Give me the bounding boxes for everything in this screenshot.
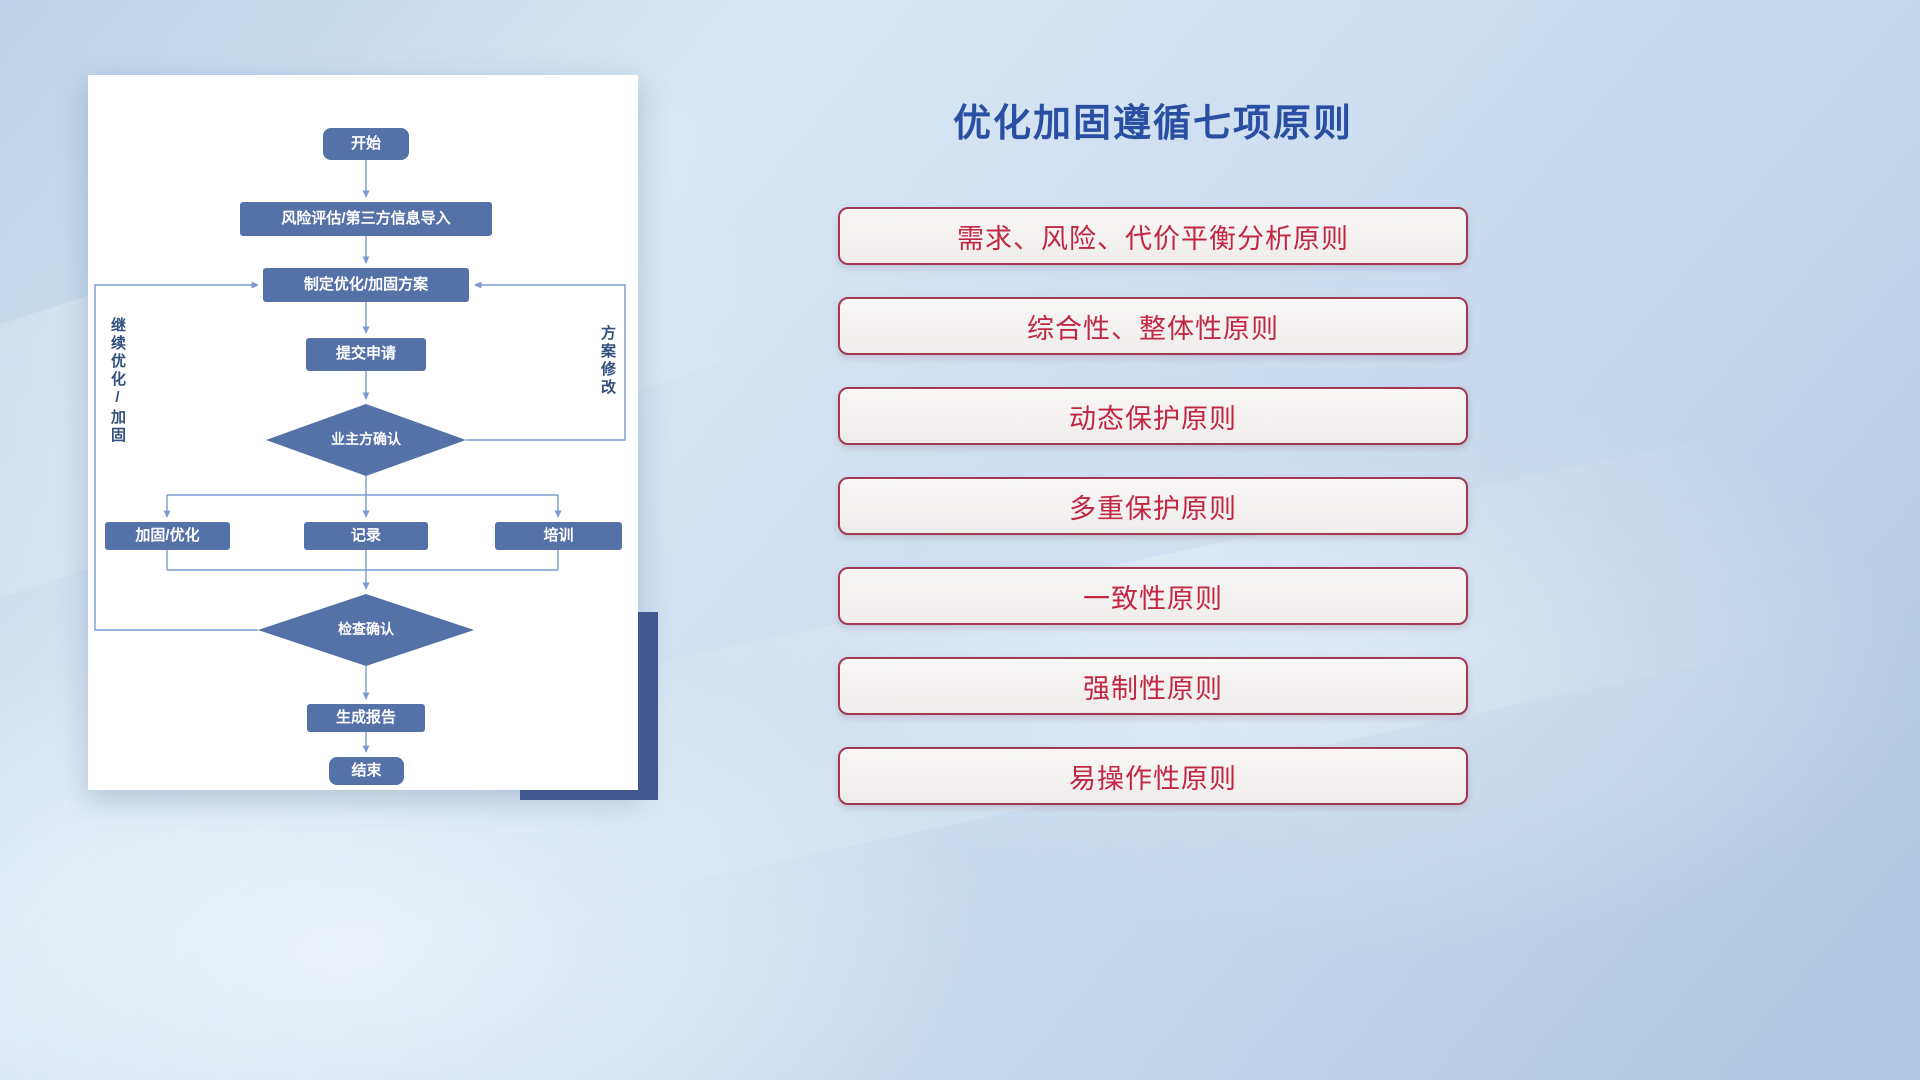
flow-node-end: 结束 xyxy=(329,757,404,785)
principle-pill-6: 强制性原则 xyxy=(838,657,1468,715)
principle-pill-5: 一致性原则 xyxy=(838,567,1468,625)
principle-label: 易操作性原则 xyxy=(1069,763,1237,794)
flow-node-make-plan: 制定优化/加固方案 xyxy=(263,268,469,302)
loop-label-plan-revision: 方案修改 xyxy=(599,325,616,397)
flow-node-report: 生成报告 xyxy=(307,704,425,732)
flow-node-record: 记录 xyxy=(304,522,428,550)
flowchart-card: 开始 风险评估/第三方信息导入 制定优化/加固方案 提交申请 业主方确认 加固/… xyxy=(88,75,638,790)
flow-node-reinforce: 加固/优化 xyxy=(105,522,230,550)
principles-panel: 优化加固遵循七项原则 需求、风险、代价平衡分析原则 综合性、整体性原则 动态保护… xyxy=(838,92,1468,805)
principle-label: 综合性、整体性原则 xyxy=(1027,313,1279,344)
principle-pill-1: 需求、风险、代价平衡分析原则 xyxy=(838,207,1468,265)
principle-label: 强制性原则 xyxy=(1083,673,1223,704)
connector-merge-bar xyxy=(166,550,559,571)
connector-continue-optimize-loop xyxy=(94,281,259,631)
principle-label: 动态保护原则 xyxy=(1069,403,1237,434)
flow-node-risk-import: 风险评估/第三方信息导入 xyxy=(240,202,492,236)
principles-list: 需求、风险、代价平衡分析原则 综合性、整体性原则 动态保护原则 多重保护原则 一… xyxy=(838,207,1468,805)
connector-plan-revision-loop xyxy=(466,281,626,441)
flow-node-start: 开始 xyxy=(323,128,409,160)
principle-pill-3: 动态保护原则 xyxy=(838,387,1468,445)
principle-pill-2: 综合性、整体性原则 xyxy=(838,297,1468,355)
flow-connectors xyxy=(94,160,626,753)
principle-pill-4: 多重保护原则 xyxy=(838,477,1468,535)
principle-pill-7: 易操作性原则 xyxy=(838,747,1468,805)
loop-label-continue-optimize: 继续优化/加固 xyxy=(109,317,126,445)
page-title: 优化加固遵循七项原则 xyxy=(952,103,1353,145)
flow-node-submit: 提交申请 xyxy=(306,338,426,371)
principle-label: 一致性原则 xyxy=(1083,583,1223,614)
principle-label: 多重保护原则 xyxy=(1069,493,1237,524)
principle-label: 需求、风险、代价平衡分析原则 xyxy=(957,223,1349,254)
connector-split-bar xyxy=(167,476,558,496)
flow-node-training: 培训 xyxy=(495,522,622,550)
